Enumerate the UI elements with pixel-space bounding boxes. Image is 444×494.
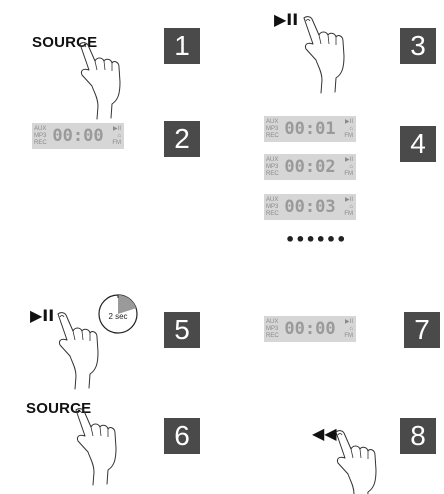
- rec-indicator: REC: [266, 333, 279, 339]
- battery-icon: ⌂: [349, 204, 353, 210]
- lcd-time-readout: 00:01: [284, 119, 336, 139]
- continuation-dots: ••••••: [285, 230, 347, 249]
- lcd-source-indicators: AUX MP3 REC: [266, 319, 279, 340]
- rec-indicator: REC: [266, 171, 279, 177]
- mp3-indicator: MP3: [34, 133, 47, 139]
- play-pause-indicator: ▶II: [345, 119, 353, 125]
- lcd-display: AUX MP3 REC 00:03 ▶II ⌂ FM: [264, 194, 356, 220]
- fm-indicator: FM: [112, 140, 121, 146]
- aux-indicator: AUX: [266, 157, 279, 163]
- lcd-status-indicators: ▶II ⌂ FM: [112, 126, 121, 147]
- rewind-button-label: ◀◀: [312, 424, 337, 443]
- lcd-source-indicators: AUX MP3 REC: [34, 126, 47, 147]
- step-number-badge: 4: [400, 126, 436, 162]
- source-button-label: SOURCE: [26, 400, 92, 417]
- battery-icon: ⌂: [349, 326, 353, 332]
- lcd-display: AUX MP3 REC 00:01 ▶II ⌂ FM: [264, 116, 356, 142]
- play-pause-button-label: ▶II: [274, 10, 299, 29]
- lcd-display: AUX MP3 REC 00:02 ▶II ⌂ FM: [264, 154, 356, 180]
- mp3-indicator: MP3: [266, 326, 279, 332]
- step-number-badge: 5: [164, 312, 200, 348]
- fm-indicator: FM: [344, 211, 353, 217]
- pressing-hand-icon: [303, 16, 345, 94]
- step-number-badge: 6: [164, 418, 200, 454]
- lcd-source-indicators: AUX MP3 REC: [266, 197, 279, 218]
- timer-icon: 2 sec: [98, 294, 138, 334]
- mp3-indicator: MP3: [266, 164, 279, 170]
- lcd-source-indicators: AUX MP3 REC: [266, 119, 279, 140]
- fm-indicator: FM: [344, 171, 353, 177]
- lcd-time-readout: 00:02: [284, 157, 336, 177]
- battery-icon: ⌂: [349, 126, 353, 132]
- aux-indicator: AUX: [266, 119, 279, 125]
- timer-duration-label: 2 sec: [108, 312, 127, 321]
- lcd-status-indicators: ▶II ⌂ FM: [344, 197, 353, 218]
- play-pause-indicator: ▶II: [345, 157, 353, 163]
- play-pause-indicator: ▶II: [345, 197, 353, 203]
- step-number-badge: 1: [164, 28, 200, 64]
- pressing-hand-icon: [335, 430, 377, 494]
- lcd-display: AUX MP3 REC 00:00 ▶II ⌂ FM: [264, 316, 356, 342]
- play-pause-indicator: ▶II: [113, 126, 121, 132]
- play-pause-indicator: ▶II: [345, 319, 353, 325]
- pressing-hand-icon: [75, 408, 117, 486]
- lcd-status-indicators: ▶II ⌂ FM: [344, 157, 353, 178]
- fm-indicator: FM: [344, 333, 353, 339]
- rec-indicator: REC: [266, 211, 279, 217]
- fm-indicator: FM: [344, 133, 353, 139]
- aux-indicator: AUX: [34, 126, 47, 132]
- step-number-badge: 3: [400, 28, 436, 64]
- rec-indicator: REC: [34, 140, 47, 146]
- rec-indicator: REC: [266, 133, 279, 139]
- aux-indicator: AUX: [266, 319, 279, 325]
- mp3-indicator: MP3: [266, 204, 279, 210]
- lcd-display: AUX MP3 REC 00:00 ▶II ⌂ FM: [32, 123, 124, 149]
- step-number-badge: 2: [164, 121, 200, 157]
- mp3-indicator: MP3: [266, 126, 279, 132]
- pressing-hand-icon: [79, 42, 121, 120]
- play-pause-button-label: ▶II: [30, 306, 55, 325]
- step-number-badge: 7: [404, 312, 440, 348]
- lcd-time-readout: 00:00: [52, 126, 104, 146]
- battery-icon: ⌂: [117, 133, 121, 139]
- lcd-status-indicators: ▶II ⌂ FM: [344, 119, 353, 140]
- step-number-badge: 8: [400, 418, 436, 454]
- lcd-time-readout: 00:00: [284, 319, 336, 339]
- lcd-time-readout: 00:03: [284, 197, 336, 217]
- battery-icon: ⌂: [349, 164, 353, 170]
- lcd-source-indicators: AUX MP3 REC: [266, 157, 279, 178]
- aux-indicator: AUX: [266, 197, 279, 203]
- lcd-status-indicators: ▶II ⌂ FM: [344, 319, 353, 340]
